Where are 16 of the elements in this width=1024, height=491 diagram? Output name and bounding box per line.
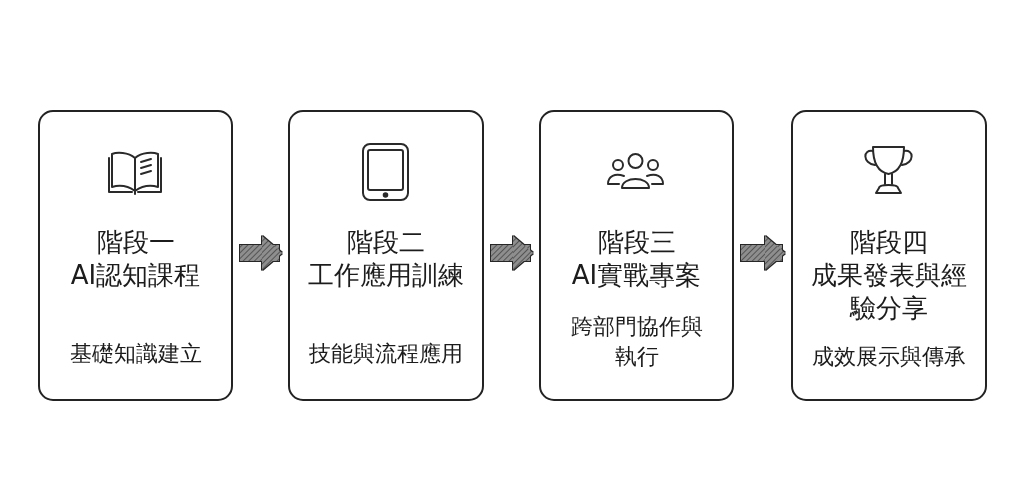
stage-description: 基礎知識建立 [69, 340, 202, 368]
stage-title: AI實戰專案 [571, 259, 702, 292]
stage-card [38, 110, 233, 401]
stage-label: 階段二 [347, 226, 425, 259]
stage-title: 成果發表與經驗分享 [810, 259, 968, 325]
stage-description: 跨部門協作與執行 [569, 313, 704, 371]
stage-card [288, 110, 484, 401]
stage-label: 階段三 [597, 226, 676, 259]
stage-title: 工作應用訓練 [308, 259, 464, 292]
stage-card [539, 110, 734, 401]
stage-description: 成效展示與傳承 [812, 343, 966, 371]
stage-label: 階段一 [96, 226, 175, 259]
stage-title: AI認知課程 [70, 259, 201, 292]
stage-card [791, 110, 987, 401]
stage-label: 階段四 [850, 226, 928, 259]
stage-description: 技能與流程應用 [309, 340, 463, 368]
